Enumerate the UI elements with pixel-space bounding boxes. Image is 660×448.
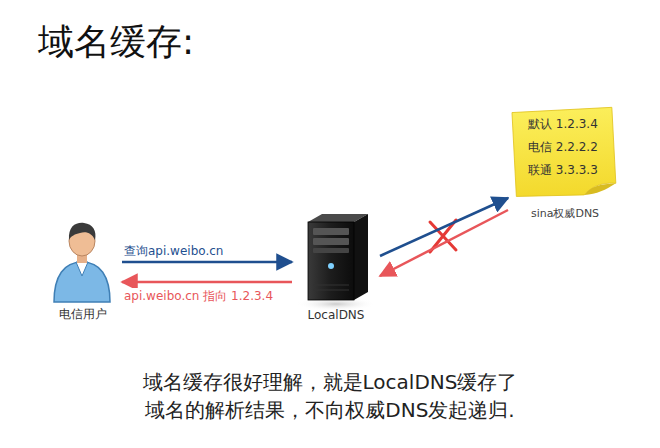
arrow-connector (380, 198, 508, 256)
arrow-connector (380, 210, 508, 276)
icon-node: LocalDNS (292, 210, 380, 326)
edge-label: 查询api.weibo.cn (124, 243, 223, 260)
arrow-connector (122, 261, 292, 264)
icon-node: 电信用户 (44, 220, 122, 324)
node-label: 电信用户 (59, 306, 107, 323)
dns-note: 默认 1.2.3.4 电信 2.2.2.2 联通 3.3.3.3 sina权威DNS (508, 104, 622, 224)
diagram-title: 域名缓存: (38, 18, 194, 67)
server-icon (296, 214, 376, 311)
sticky-note (512, 107, 616, 198)
diagram-caption: 域名缓存很好理解，就是LocalDNS缓存了 域名的解析结果，不向权威DNS发起… (136, 368, 524, 424)
user-icon (54, 223, 110, 302)
arrow-connector (122, 281, 292, 284)
record-line: 联通 3.3.3.3 (528, 162, 598, 179)
node-label: sina权威DNS (531, 206, 599, 221)
record-line: 电信 2.2.2.2 (528, 139, 598, 156)
node-label: LocalDNS (308, 308, 365, 322)
edge-label: api.weibo.cn 指向 1.2.3.4 (124, 288, 273, 305)
record-line: 默认 1.2.3.4 (528, 116, 598, 133)
